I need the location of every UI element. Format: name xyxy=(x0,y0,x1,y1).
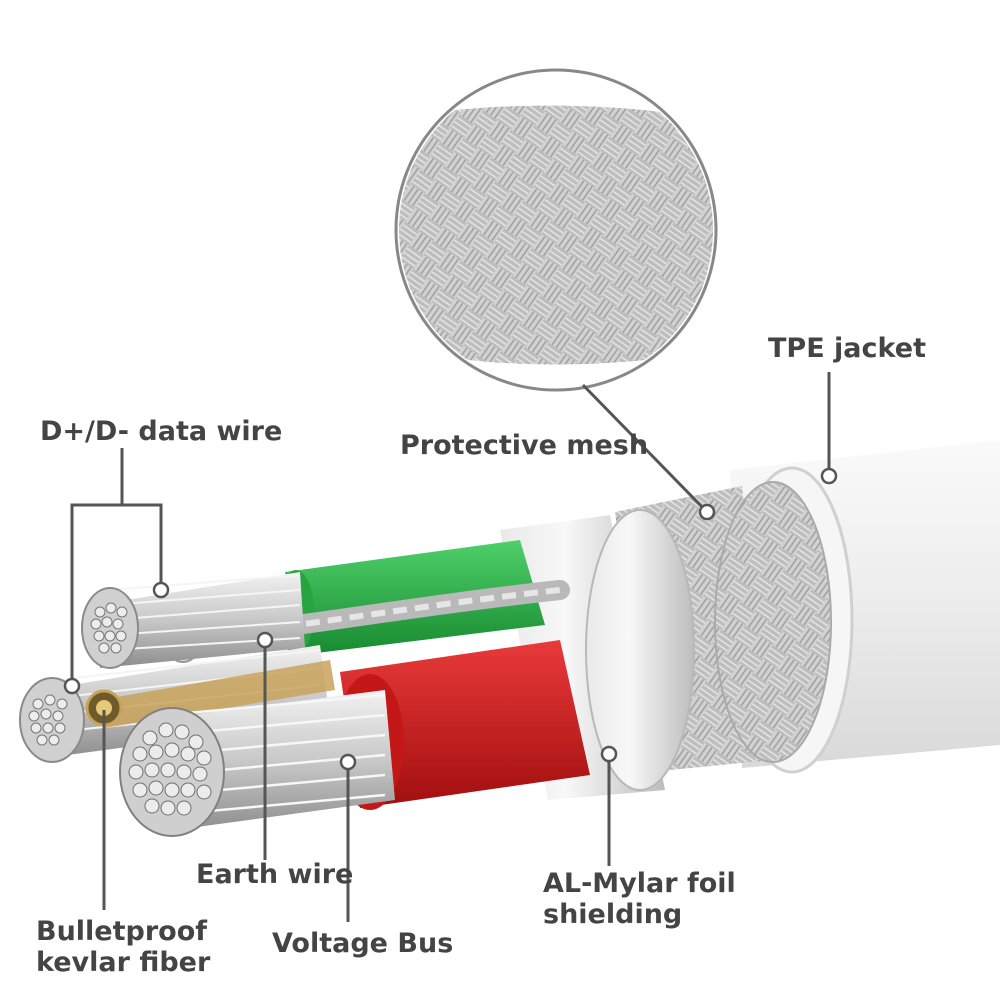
label-kevlar-line2: kevlar fiber xyxy=(36,947,211,978)
leader-data-wire xyxy=(70,448,124,686)
dot-earth-wire xyxy=(256,631,274,649)
label-tpe-jacket: TPE jacket xyxy=(768,333,926,364)
dot-tpe-jacket xyxy=(820,467,838,485)
label-al-mylar-line1: AL-Mylar foil xyxy=(543,868,736,899)
label-earth-wire: Earth wire xyxy=(196,859,354,890)
leader-lines xyxy=(70,372,831,922)
dot-protective-mesh xyxy=(698,503,716,521)
label-al-mylar-line2: shielding xyxy=(543,899,683,930)
dot-data-wire-upper xyxy=(152,581,170,599)
label-voltage-bus: Voltage Bus xyxy=(272,928,454,959)
label-kevlar: Bulletproof kevlar fiber xyxy=(36,916,210,978)
label-kevlar-line1: Bulletproof xyxy=(36,916,208,947)
mesh-zoom-inset xyxy=(394,68,718,392)
label-protective-mesh: Protective mesh xyxy=(400,430,649,461)
dot-data-wire-middle xyxy=(63,677,81,695)
label-data-wire: D+/D- data wire xyxy=(40,416,283,447)
dot-al-mylar xyxy=(600,745,618,763)
dot-voltage-bus xyxy=(339,753,357,771)
leader-protective-mesh xyxy=(581,383,709,514)
leader-data-wire-b xyxy=(122,503,163,590)
label-al-mylar: AL-Mylar foil shielding xyxy=(543,868,736,930)
voltage-bus-conductor xyxy=(119,690,395,837)
leader-dots xyxy=(63,467,838,771)
data-wire-conductor-upper xyxy=(81,572,305,669)
